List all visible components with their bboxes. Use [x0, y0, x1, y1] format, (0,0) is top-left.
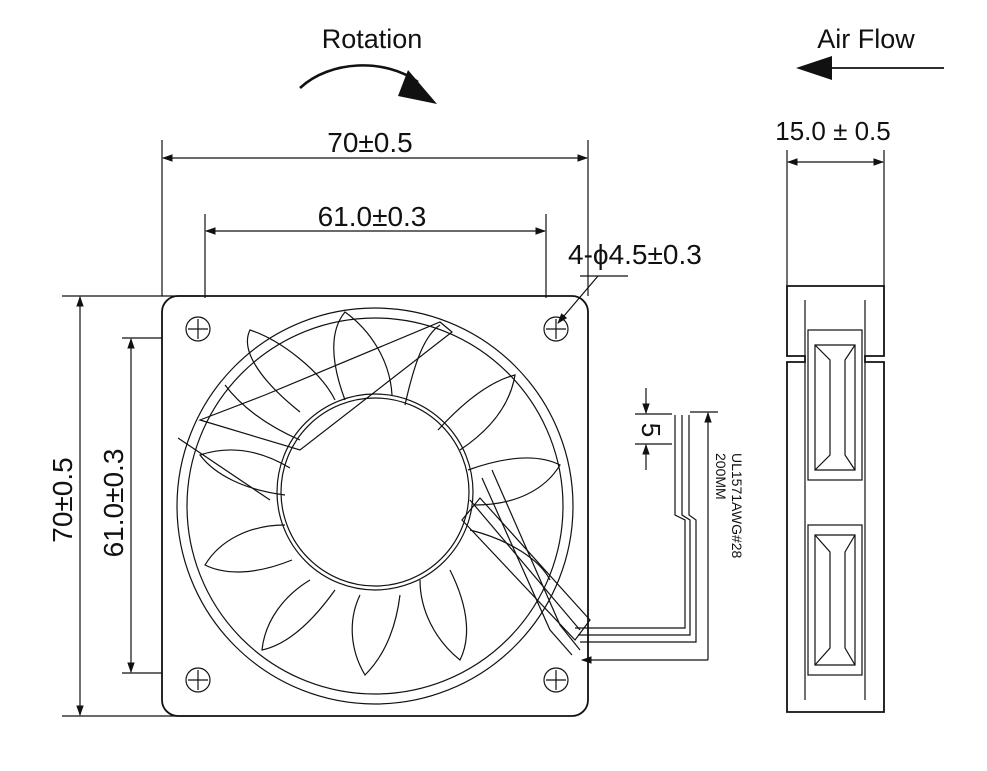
- fan-frame: [161, 295, 589, 717]
- holes-label: 4-ϕ4.5±0.3: [568, 239, 702, 270]
- side-view: [786, 285, 885, 713]
- rotation-label: Rotation: [322, 24, 423, 54]
- mounting-hole-bottom-left: [185, 667, 211, 693]
- mounting-hole-bottom-right: [543, 667, 569, 693]
- mounting-hole-top-left: [185, 316, 211, 342]
- wire-spec-label: UL1571AWG#28: [729, 453, 745, 559]
- hole-spacing-height-dimension: [122, 337, 162, 674]
- hub: [276, 393, 474, 591]
- depth-dimension: [786, 150, 885, 286]
- air-flow-arrow: [796, 56, 944, 80]
- hole-spacing-width-dimension: [204, 214, 547, 298]
- lead-strip-dimension: [635, 388, 672, 470]
- air-flow-label: Air Flow: [817, 24, 915, 54]
- impeller-blades: [199, 311, 561, 676]
- depth-label: 15.0 ± 0.5: [775, 116, 890, 146]
- mounting-hole-top-right: [543, 316, 569, 342]
- frame-spokes: [177, 321, 591, 641]
- wire-length-label: 200MM: [713, 453, 729, 500]
- outer-width-dimension: [161, 140, 589, 296]
- outer-width-label: 70±0.5: [327, 127, 412, 158]
- holes-leader: [557, 275, 628, 324]
- lead-strip-label: 5: [636, 423, 666, 437]
- hole-spacing-width-label: 61.0±0.3: [318, 201, 427, 232]
- outer-height-label: 70±0.5: [47, 457, 78, 542]
- rotation-arrow: [299, 64, 437, 104]
- lead-wires: [481, 415, 697, 656]
- hole-spacing-height-label: 61.0±0.3: [98, 449, 129, 558]
- wire-length-dimension: [580, 411, 718, 664]
